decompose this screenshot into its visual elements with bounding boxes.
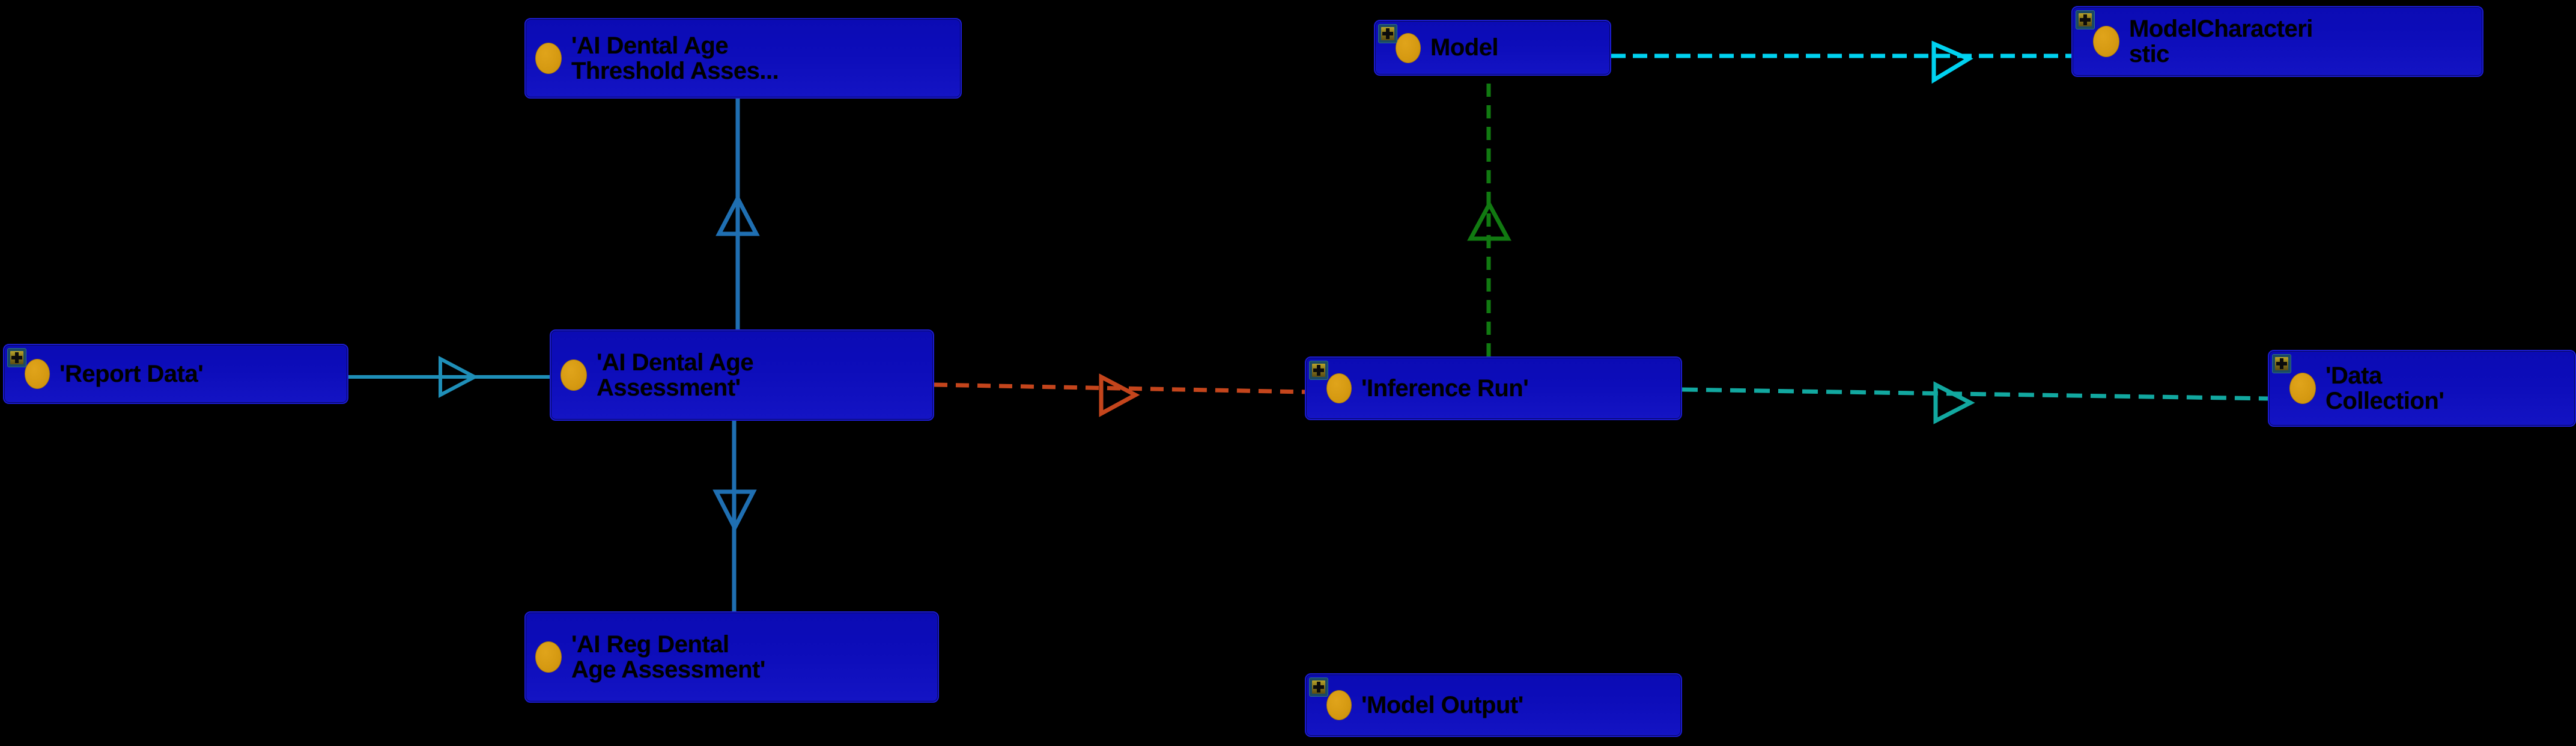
edge-ai-dental-age-assessment-to-threshold[interactable]: [715, 99, 760, 329]
node-inference-run[interactable]: 'Inference Run': [1305, 356, 1682, 420]
node-report-data[interactable]: 'Report Data': [3, 344, 348, 404]
expand-plus-icon[interactable]: [7, 348, 26, 367]
edge-inference-run-to-model[interactable]: [1467, 76, 1511, 356]
node-ai-dental-age-assessment[interactable]: 'AI Dental Age Assessment': [550, 329, 934, 421]
expand-plus-icon[interactable]: [1309, 677, 1328, 697]
node-model[interactable]: Model: [1374, 20, 1611, 76]
node-ai-reg-dental-age-assessment[interactable]: 'AI Reg Dental Age Assessment': [524, 611, 939, 703]
class-icon: [535, 641, 562, 673]
class-icon: [535, 43, 562, 74]
class-icon: [2289, 373, 2316, 404]
class-icon: [1326, 373, 1352, 403]
edge-inference-run-to-data-collection[interactable]: [1681, 381, 2268, 424]
node-model-characteristic[interactable]: ModelCharacteri stic: [2071, 6, 2483, 77]
plus-glyph: [10, 351, 23, 364]
node-label: 'AI Dental Age Threshold Asses...: [571, 32, 779, 84]
plus-glyph: [2275, 357, 2288, 370]
plus-glyph: [1312, 364, 1325, 377]
node-ai-dental-age-threshold-assessment[interactable]: 'AI Dental Age Threshold Asses...: [524, 18, 962, 99]
node-label: Model: [1430, 34, 1499, 61]
expand-plus-icon[interactable]: [1309, 361, 1328, 380]
class-icon: [1326, 690, 1352, 720]
expand-plus-icon[interactable]: [2076, 10, 2095, 29]
edge-report-data-to-ai-dental-age-assessment[interactable]: [348, 356, 550, 398]
expand-plus-icon[interactable]: [1378, 24, 1397, 43]
plus-glyph: [2079, 13, 2092, 26]
node-label: 'Model Output': [1361, 691, 1523, 718]
plus-glyph: [1381, 27, 1394, 40]
edge-model-to-model-characteristic[interactable]: [1611, 40, 2071, 84]
node-label: ModelCharacteri stic: [2129, 15, 2313, 67]
node-model-output[interactable]: 'Model Output': [1305, 673, 1682, 737]
node-label: 'Inference Run': [1361, 375, 1529, 402]
edge-ai-dental-age-assessment-to-reg[interactable]: [712, 421, 757, 611]
class-icon: [2093, 26, 2119, 57]
edge-ai-dental-age-assessment-to-inference-run[interactable]: [934, 373, 1305, 417]
class-icon: [560, 359, 587, 391]
expand-plus-icon[interactable]: [2272, 354, 2291, 373]
plus-glyph: [1312, 680, 1325, 694]
class-icon: [1396, 32, 1421, 63]
node-label: 'AI Reg Dental Age Assessment': [571, 631, 765, 683]
node-label: 'AI Dental Age Assessment': [597, 349, 754, 401]
node-label: 'Data Collection': [2325, 362, 2444, 414]
node-data-collection[interactable]: 'Data Collection': [2268, 350, 2576, 427]
class-icon: [25, 359, 50, 389]
node-label: 'Report Data': [59, 360, 204, 387]
